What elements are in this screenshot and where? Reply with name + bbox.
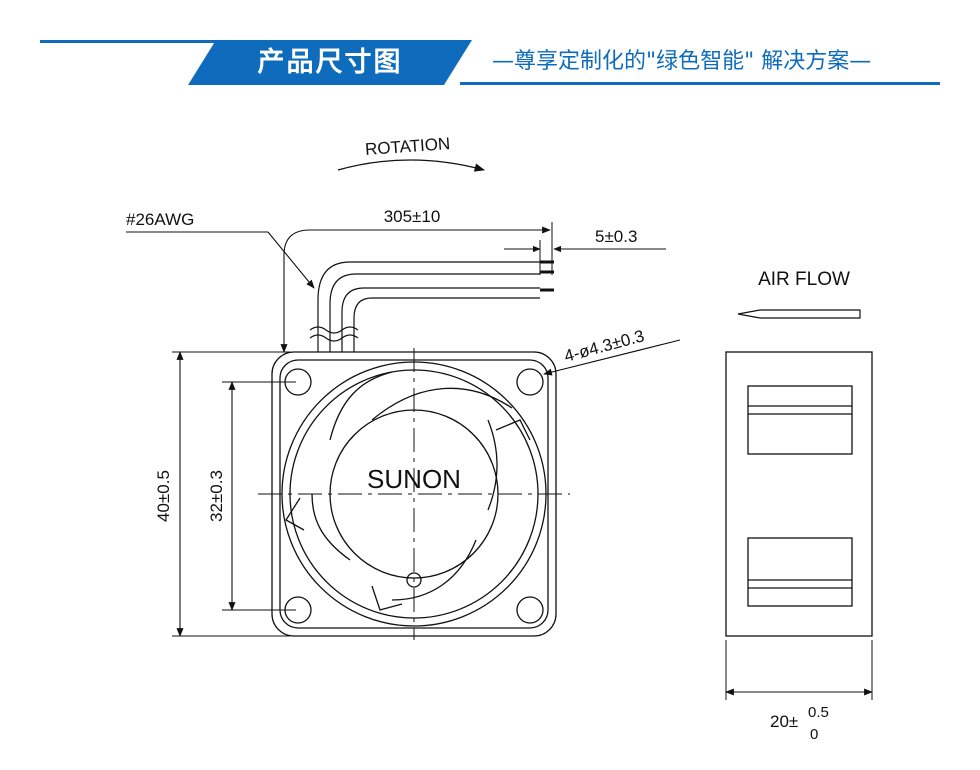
lead-wires [309,260,554,352]
strip-length-dimension: 5±0.3 [504,227,666,275]
page-subtitle: —尊享定制化的"绿色智能" 解决方案— [492,49,872,74]
hole-pitch-label: 32±0.3 [207,470,226,522]
rotation-indicator: ROTATION [337,134,486,172]
rotation-label: ROTATION [364,134,450,159]
air-flow-label: AIR FLOW [758,269,850,290]
hole-spec-label: 4-ø4.3±0.3 [562,326,646,366]
wire-gauge-callout: #26AWG [126,210,315,289]
lead-length-dimension: 305±10 [280,207,553,353]
brand-label: SUNON [367,464,461,494]
mount-hole [516,596,544,624]
wire-gauge-label: #26AWG [126,210,194,229]
thickness-dimension: 20± 0.5 0 [725,640,873,743]
fan-front-view [258,348,570,640]
air-flow-arrow [737,309,861,319]
thickness-upper-tolerance: 0.5 [808,704,829,721]
air-flow-indicator: AIR FLOW [737,269,861,319]
fan-size-label: 40±0.5 [154,470,173,522]
thickness-lower-tolerance: 0 [810,726,818,743]
fan-size-dimension: 40±0.5 [154,351,290,637]
title-tab [188,40,472,85]
mount-hole-callout: 4-ø4.3±0.3 [543,326,681,376]
page-title: 产品尺寸图 [257,47,403,78]
thickness-label: 20± [770,712,798,731]
page-header: 产品尺寸图 —尊享定制化的"绿色智能" 解决方案— [0,0,980,100]
rotation-arrow [337,159,486,172]
hole-pitch-dimension: 32±0.3 [207,381,296,611]
fan-side-view [725,351,873,637]
header-rule-left [40,40,220,43]
mount-hole [516,368,544,396]
lead-length-label: 305±10 [384,207,441,226]
header-rule-right [460,82,940,85]
strip-length-label: 5±0.3 [595,227,637,246]
